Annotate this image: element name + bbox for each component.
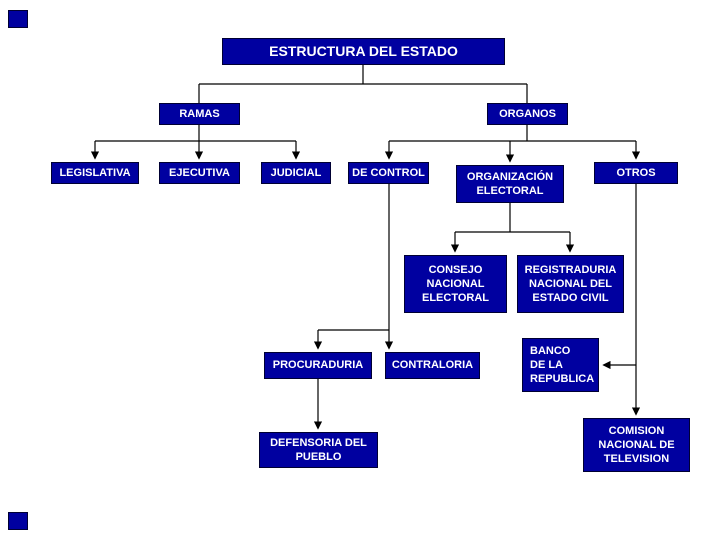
node-judicial: JUDICIAL xyxy=(261,162,331,184)
node-defensoria-pueblo: DEFENSORIA DEL PUEBLO xyxy=(259,432,378,468)
node-procuraduria: PROCURADURIA xyxy=(264,352,372,379)
node-organos: ORGANOS xyxy=(487,103,568,125)
node-de-control: DE CONTROL xyxy=(348,162,429,184)
decorative-square-bottom-left xyxy=(8,512,28,530)
node-banco-republica: BANCO DE LA REPUBLICA xyxy=(522,338,599,392)
node-consejo-nacional-electoral: CONSEJO NACIONAL ELECTORAL xyxy=(404,255,507,313)
node-comision-television: COMISION NACIONAL DE TELEVISION xyxy=(583,418,690,472)
decorative-square-top-left xyxy=(8,10,28,28)
node-otros: OTROS xyxy=(594,162,678,184)
node-registraduria: REGISTRADURIA NACIONAL DEL ESTADO CIVIL xyxy=(517,255,624,313)
diagram-title: ESTRUCTURA DEL ESTADO xyxy=(222,38,505,65)
node-legislativa: LEGISLATIVA xyxy=(51,162,139,184)
node-ejecutiva: EJECUTIVA xyxy=(159,162,240,184)
node-organizacion-electoral: ORGANIZACIÓN ELECTORAL xyxy=(456,165,564,203)
node-ramas: RAMAS xyxy=(159,103,240,125)
node-contraloria: CONTRALORIA xyxy=(385,352,480,379)
